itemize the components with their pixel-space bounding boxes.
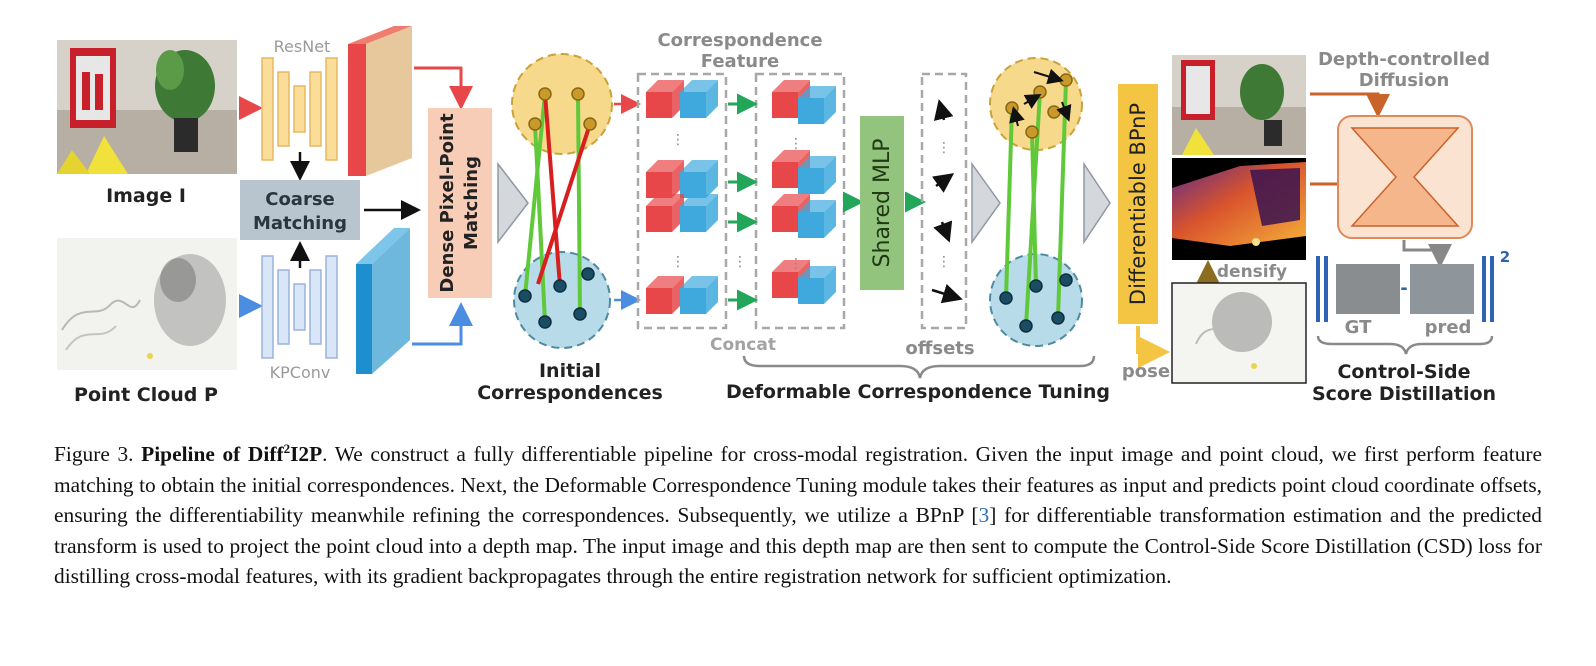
offsets-output-arrowhead (971, 161, 1001, 245)
input-pointcloud (57, 238, 237, 370)
projected-pointcloud (1171, 282, 1307, 384)
figure-caption: Figure 3. Pipeline of Diff2I2P. We const… (54, 434, 1542, 592)
diffusion-label-line1: Depth-controlled (1318, 49, 1490, 70)
feature-concat-arrows (728, 93, 758, 311)
initial-correspondences (511, 53, 613, 349)
gt-label: GT (1345, 317, 1372, 338)
feature-cube-blue (680, 160, 718, 198)
caption-figure-number: Figure 3. (54, 442, 134, 467)
feature-cube-blue (798, 156, 836, 194)
diffusion-to-pred-arrow (1402, 240, 1452, 268)
offset-vectors (931, 99, 963, 304)
dense-matching-box (428, 108, 492, 298)
dense-matching-line1: Dense Pixel-Point (437, 113, 458, 293)
feature-cube-blue (798, 86, 836, 124)
offsets-label: offsets (905, 338, 974, 359)
feature-cube-red (646, 80, 684, 118)
feature-dots-right-2: ⋮ (789, 256, 803, 272)
feature-cube-blue (798, 266, 836, 304)
feature-dots-right: ⋮ (789, 136, 803, 152)
feature-title-line1: Correspondence (657, 30, 822, 51)
shared-mlp-label: Shared MLP (870, 139, 895, 268)
gt-noise (1336, 264, 1400, 314)
dense-output-arrowhead (497, 161, 529, 245)
bpnp-box (1118, 84, 1158, 324)
feature-box-left (636, 72, 728, 330)
resnet-label: ResNet (274, 37, 331, 56)
feature-dots-mid: ⋮ (733, 254, 747, 270)
feature-cube-red (646, 276, 684, 314)
offsets-box (920, 72, 968, 330)
feature-cubes (646, 80, 836, 314)
initial-label-line2: Correspondences (477, 382, 663, 404)
csd-label-line1: Control-Side (1337, 361, 1470, 383)
pointcloud-label: Point Cloud P (74, 384, 218, 406)
norm-bars-left (1316, 256, 1328, 322)
caption-text-1: . We construct a fully differentiable pi… (54, 442, 1543, 528)
tuning-label: Deformable Correspondence Tuning (726, 381, 1110, 403)
csd-image (1172, 55, 1306, 155)
densify-label: densify (1217, 262, 1287, 282)
pose-label: pose (1122, 361, 1170, 382)
coarse-matching-line1: Coarse (265, 189, 335, 210)
resnet-encoder (261, 57, 338, 161)
feature-cube-blue (680, 276, 718, 314)
diffusion-unet (1350, 127, 1460, 227)
refined-output-arrowhead (1083, 161, 1111, 245)
kpconv-label: KPConv (270, 363, 331, 382)
pose-arrow (1136, 326, 1170, 368)
caption-citation-link[interactable]: 3 (978, 503, 990, 528)
diffusion-label-line2: Diffusion (1359, 70, 1450, 91)
kpconv-feature-map (356, 228, 410, 374)
resnet-feature-map (348, 26, 412, 176)
caption-title-pre: Pipeline of Diff (141, 442, 284, 467)
dense-matching-line2: Matching (461, 156, 482, 250)
bpnp-label: Differentiable BPnP (1126, 103, 1150, 305)
image-to-diffusion-arrow (1310, 92, 1390, 118)
pipeline-diagram: Image I Point Cloud P ResNet Coarse Matc… (57, 26, 1510, 406)
caption-title-sup: 2 (283, 441, 291, 456)
feature-dots-left-2: ⋮ (671, 254, 685, 270)
image-label: Image I (106, 185, 186, 207)
kpconv-encoder (261, 255, 338, 359)
caption-title-post: I2P (290, 442, 323, 467)
norm-bars-right (1482, 256, 1494, 322)
feature-title-line2: Feature (701, 51, 779, 72)
refined-correspondences (989, 57, 1083, 347)
coarse-matching-box (240, 180, 360, 240)
concat-label: Concat (710, 335, 776, 355)
initial-label-line1: Initial (539, 360, 601, 382)
offset-dots-1: ⋮ (937, 140, 951, 156)
depth-map (1172, 158, 1306, 260)
feature-cube-red (646, 194, 684, 232)
shared-mlp-box (860, 116, 904, 290)
csd-bracket (1316, 335, 1494, 355)
caption-text-2: ] for differentiable transformation esti… (54, 503, 1542, 589)
feature-cube-red (646, 160, 684, 198)
feature-cube-blue (798, 200, 836, 238)
input-image (57, 40, 237, 174)
pred-noise (1410, 264, 1474, 314)
offset-dots-2: ⋮ (937, 254, 951, 270)
feature-dots-left: ⋮ (671, 132, 685, 148)
pred-label: pred (1425, 317, 1472, 338)
csd-label-line2: Score Distillation (1312, 383, 1496, 405)
norm-power: 2 (1500, 248, 1510, 266)
tuning-bracket (742, 355, 1096, 379)
feature-cube-blue (680, 194, 718, 232)
minus-sign: - (1400, 278, 1407, 299)
feature-cube-blue (680, 80, 718, 118)
coarse-matching-line2: Matching (253, 213, 347, 234)
